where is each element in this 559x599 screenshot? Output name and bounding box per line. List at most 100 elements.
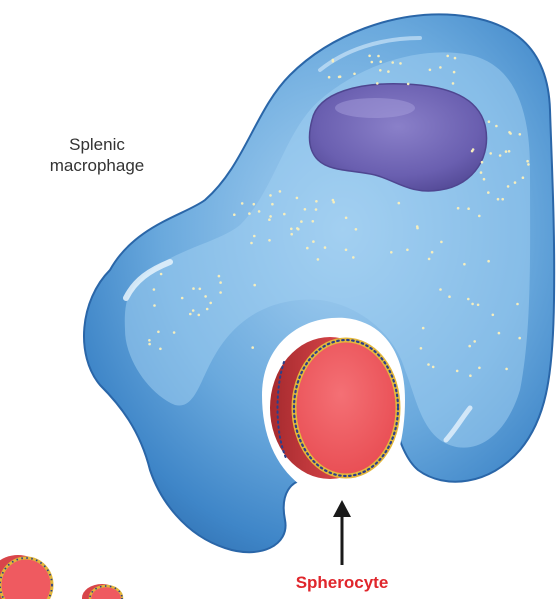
granule — [483, 178, 486, 181]
granule — [376, 82, 379, 85]
granule — [469, 374, 472, 377]
granule — [269, 215, 272, 218]
granule — [271, 203, 274, 206]
granule — [509, 132, 512, 135]
granule — [471, 150, 474, 153]
granule — [457, 207, 460, 210]
granule — [390, 251, 393, 254]
granule — [219, 281, 222, 284]
pointer-arrow — [333, 500, 351, 565]
granule — [345, 249, 348, 252]
granule — [173, 331, 176, 334]
granule — [328, 76, 331, 79]
granule — [148, 343, 151, 346]
granule — [251, 346, 254, 349]
granule — [463, 263, 466, 266]
granule — [489, 152, 492, 155]
granule — [269, 194, 272, 197]
granule — [339, 75, 342, 78]
granule — [355, 228, 358, 231]
granule — [241, 202, 244, 205]
granule — [429, 69, 432, 72]
granule — [398, 202, 401, 205]
macrophage-label-line2: macrophage — [32, 155, 162, 176]
granule — [148, 339, 151, 342]
granule — [498, 332, 501, 335]
granule — [518, 337, 521, 340]
granule — [181, 297, 184, 300]
granule — [312, 220, 315, 223]
granule — [456, 370, 459, 373]
granule — [160, 273, 163, 276]
granule — [452, 82, 455, 85]
granule — [192, 309, 195, 312]
granule — [391, 61, 394, 64]
granule — [268, 239, 271, 242]
granule — [487, 260, 490, 263]
granule — [501, 198, 504, 201]
granule — [505, 368, 508, 371]
granule — [371, 61, 374, 64]
granule — [218, 275, 221, 278]
granule — [454, 57, 457, 60]
granule — [526, 160, 529, 163]
granule — [250, 242, 253, 245]
granule — [379, 60, 382, 63]
granule — [446, 55, 449, 58]
granule — [519, 133, 522, 136]
granule — [353, 73, 356, 76]
granule — [439, 288, 442, 291]
granule — [495, 125, 498, 128]
granule — [505, 150, 508, 153]
granule — [248, 212, 251, 215]
granule — [206, 308, 209, 311]
granule — [153, 288, 156, 291]
granule — [440, 241, 443, 244]
spherocyte-label: Spherocyte — [287, 572, 397, 593]
granule — [368, 55, 371, 58]
granule — [431, 251, 434, 254]
granule — [199, 288, 202, 291]
granule — [253, 235, 256, 238]
granule — [416, 227, 419, 230]
granule — [198, 314, 201, 317]
macrophage-label-line1: Splenic — [32, 134, 162, 155]
granule — [296, 197, 299, 200]
granule — [478, 367, 481, 370]
granule — [477, 304, 480, 307]
granule — [453, 71, 456, 74]
granule — [159, 348, 162, 351]
granule — [448, 295, 451, 298]
granule — [427, 363, 430, 366]
granule — [157, 331, 160, 334]
granule — [300, 220, 303, 223]
granule — [527, 163, 530, 166]
granule — [332, 60, 335, 63]
granule — [439, 66, 442, 69]
granule — [315, 200, 318, 203]
granule — [428, 258, 431, 261]
granule — [468, 345, 471, 348]
granule — [488, 120, 491, 123]
granule — [253, 284, 256, 287]
granule — [352, 256, 355, 259]
granule — [283, 213, 286, 216]
granule — [317, 258, 320, 261]
granule — [407, 83, 410, 86]
granule — [253, 203, 256, 206]
granule — [399, 62, 402, 65]
granule — [487, 191, 490, 194]
granule — [204, 295, 207, 298]
granule — [514, 181, 517, 184]
granule — [345, 217, 348, 220]
granule — [279, 190, 282, 193]
macrophage-label: Splenic macrophage — [32, 134, 162, 176]
granule — [481, 161, 484, 164]
granule — [478, 215, 481, 218]
granule — [497, 198, 500, 201]
granule — [189, 313, 192, 316]
spherocyte — [270, 337, 398, 479]
granule — [508, 150, 511, 153]
granule — [420, 347, 423, 350]
